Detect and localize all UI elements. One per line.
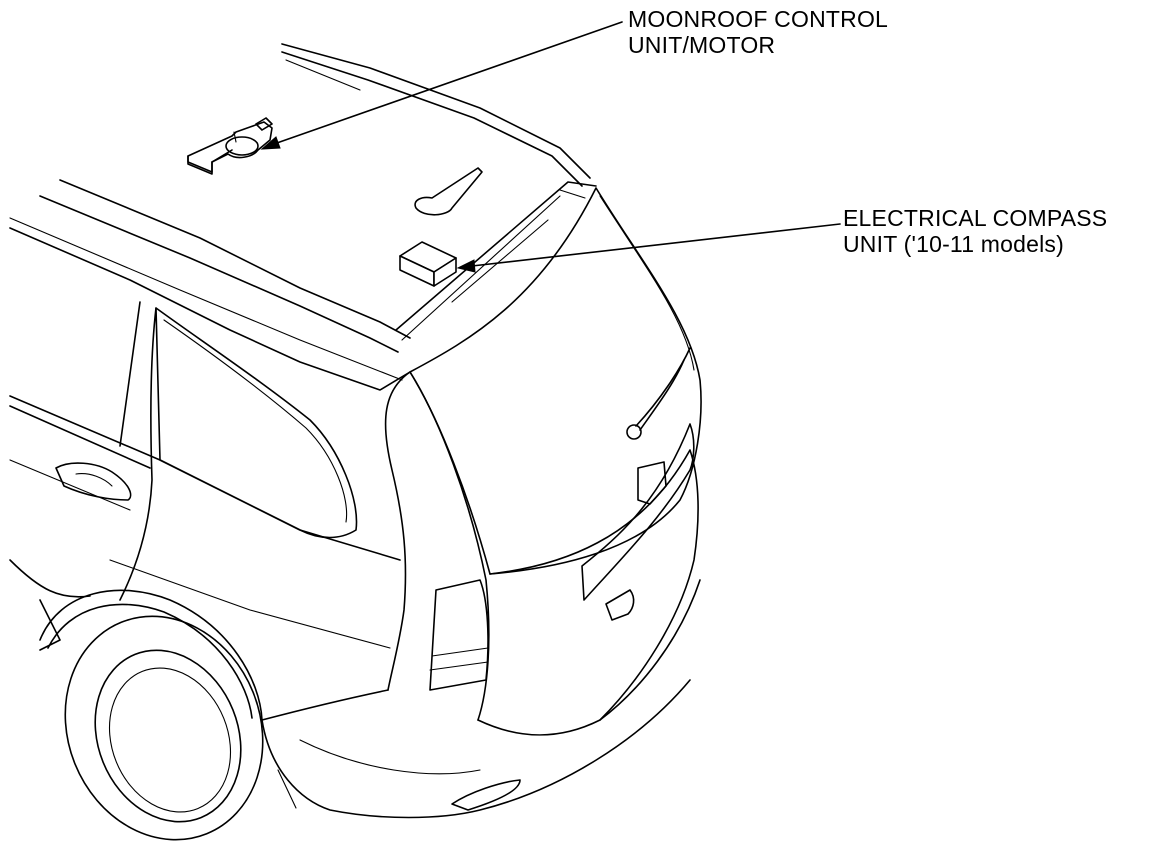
- compass-label-line2: UNIT ('10-11 models): [843, 231, 1064, 257]
- body-side: [9, 559, 391, 651]
- door-handle: [55, 462, 132, 501]
- tail-light: [429, 579, 489, 691]
- d-pillar: [384, 371, 490, 721]
- quarter-window: [155, 307, 358, 539]
- moonroof-label-line1: MOONROOF CONTROL: [628, 6, 889, 32]
- moonroof-control-unit-label: MOONROOF CONTROL UNIT/MOTOR: [628, 6, 888, 58]
- roof-rail-left: [9, 179, 411, 381]
- compass-label-line1: ELECTRICAL COMPASS: [843, 205, 1108, 231]
- compass-unit-label: ELECTRICAL COMPASS UNIT ('10-11 models): [843, 205, 1107, 257]
- rear-door: [9, 301, 401, 601]
- moonroof-label-line2: UNIT/MOTOR: [628, 32, 776, 58]
- leader-compass-arrow: [456, 223, 841, 273]
- compass-unit-icon: [399, 241, 457, 287]
- leader-moonroof-arrow: [260, 21, 623, 150]
- rear-bumper: [261, 579, 701, 819]
- moonroof-control-unit-icon: [187, 117, 273, 175]
- roof-outline: [9, 181, 597, 391]
- rear-wiper: [626, 347, 691, 440]
- rear-wheel-arch: [39, 589, 263, 721]
- roof-rail-right: [281, 43, 591, 187]
- antenna: [414, 167, 483, 216]
- rear-wheel: [64, 615, 264, 841]
- tailgate-lower: [489, 423, 699, 721]
